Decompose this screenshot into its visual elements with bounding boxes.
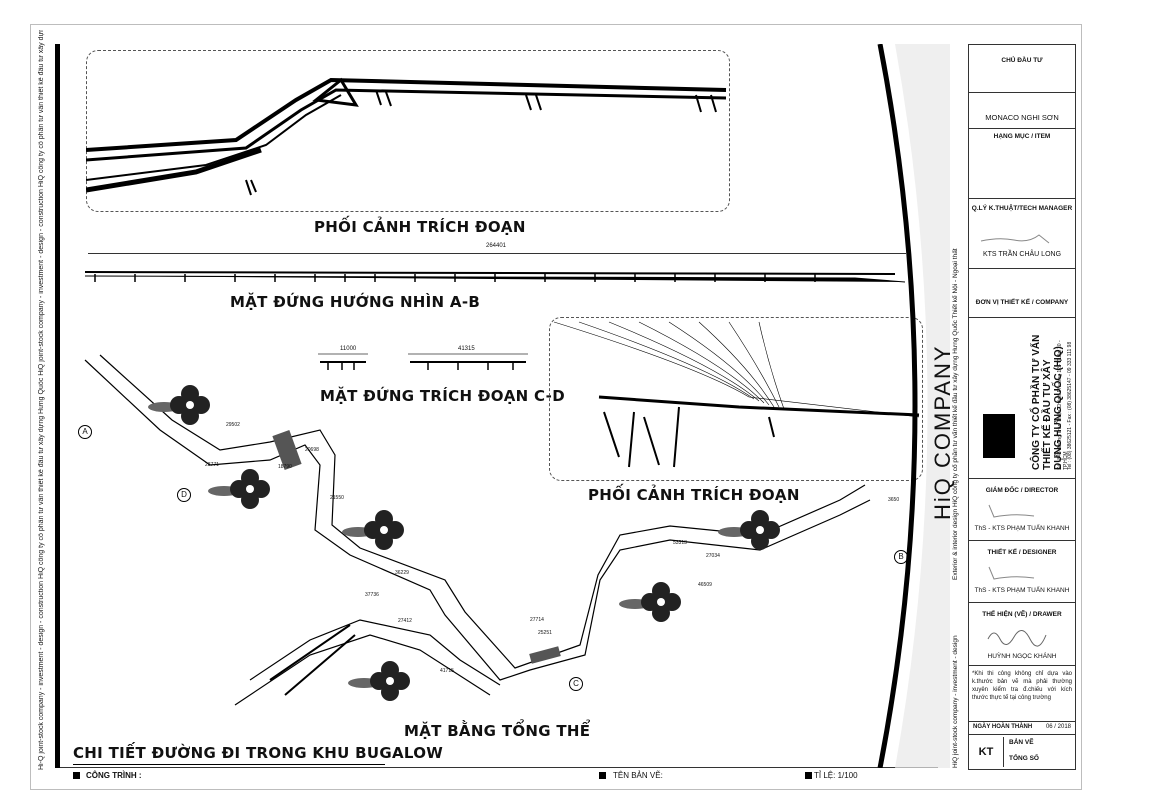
plan-dim-10: 27714 (530, 617, 544, 623)
tb-designer: ThS - KTS PHẠM TUẤN KHANH (974, 587, 1070, 594)
tb-sheet-label: BẢN VẼ (1009, 739, 1034, 746)
elevation-cd-title: MẶT ĐỨNG TRÍCH ĐOẠN C-D (320, 387, 565, 405)
plan-dim-3: 20698 (305, 447, 319, 453)
tb-drawer-label: THỂ HIỆN (VẼ) / DRAWER (982, 611, 1062, 618)
plan-title: MẶT BẰNG TỔNG THỂ (404, 722, 591, 740)
section-marker-a: A (78, 425, 92, 439)
tb-designer-label: THIẾT KẾ / DESIGNER (987, 549, 1057, 556)
tree-symbol-6 (348, 661, 410, 701)
drawer-signature (987, 630, 1047, 647)
footer-drawing-bullet (599, 772, 606, 779)
plan-dim-14: 46509 (698, 582, 712, 588)
tb-owner-cell: CHỦ ĐẦU TƯ (969, 45, 1075, 93)
tb-director-cell: GIÁM ĐỐC / DIRECTOR ThS - KTS PHẠM TUẤN … (969, 479, 1075, 541)
plan-dim-9: 41715 (440, 668, 454, 674)
tree-symbol-4 (718, 510, 780, 550)
footer-drawing-label: TÊN BẢN VẼ: (613, 771, 663, 780)
tb-date-label: NGÀY HOÀN THÀNH (973, 724, 1033, 730)
elevation-cd-dim-left: 11000 (340, 346, 357, 352)
tb-tech-manager: KTS TRẦN CHÂU LONG (982, 251, 1062, 258)
elevation-cd-drawing (318, 353, 528, 370)
section-marker-d: D (177, 488, 191, 502)
tb-company-label: ĐƠN VỊ THIẾT KẾ / COMPANY (975, 299, 1069, 306)
tree-symbol-2 (208, 469, 270, 509)
tb-company-cell: CÔNG TY CỔ PHẦN TƯ VẤN THIẾT KẾ ĐẦU TƯ X… (969, 318, 1075, 479)
tree-symbol-5 (619, 582, 681, 622)
footer-scale-bullet (805, 772, 812, 779)
tb-company-phone: Tel : (08) 38625121 - Fax : (08) 3862514… (1067, 341, 1073, 470)
tree-symbol-3 (342, 510, 404, 550)
plan-drawing (84, 354, 871, 706)
detail-title-underline (73, 764, 385, 765)
plan-dim-5: 21550 (330, 495, 344, 501)
elevation-ab-dimension-line (88, 253, 906, 254)
director-signature (988, 504, 1035, 518)
tb-date-cell: NGÀY HOÀN THÀNH 06 / 2018 (969, 722, 1075, 735)
tb-tech-cell: Q.LÝ K.THUẬT/TECH MANAGER KTS TRẦN CHÂU … (969, 199, 1075, 269)
plan-dim-12: 53313 (673, 540, 687, 546)
elevation-cd-dim-right: 41315 (458, 346, 475, 352)
plan-dim-4: 18790 (278, 464, 292, 470)
drawing-sheet (30, 24, 1082, 790)
footer-scale-label: TỈ LỆ: 1/100 (814, 771, 858, 780)
tb-item-cell: HẠNG MỤC / ITEM (969, 129, 1075, 199)
designer-signature (988, 566, 1035, 580)
tb-drawer: HUỲNH NGỌC KHÁNH (987, 653, 1057, 660)
footer-line (60, 767, 938, 768)
tb-note-cell: *Khi thi công không chỉ dựa vào k.thước … (969, 666, 1075, 722)
elevation-ab-overall-dimension: 264401 (486, 243, 507, 249)
detail-title: CHI TIẾT ĐƯỜNG ĐI TRONG KHU BUGALOW (73, 744, 444, 762)
tb-date: 06 / 2018 (1045, 724, 1071, 730)
tb-note: *Khi thi công không chỉ dựa vào k.thước … (972, 671, 1072, 701)
tb-item-label: HẠNG MỤC / ITEM (993, 133, 1051, 140)
plan-dim-15: 3650 (888, 497, 900, 503)
perspective-right-frame (549, 317, 923, 481)
perspective-right-title: PHỐI CẢNH TRÍCH ĐOẠN (588, 486, 800, 504)
left-thick-border (55, 44, 60, 768)
tb-designer-cell: THIẾT KẾ / DESIGNER ThS - KTS PHẠM TUẤN … (969, 541, 1075, 603)
perspective-top-frame (86, 50, 730, 212)
plan-dim-13: 27034 (706, 553, 720, 559)
tb-owner: MONACO NGHI SƠN (985, 113, 1059, 122)
plan-dim-6: 36229 (395, 570, 409, 576)
tb-director-label: GIÁM ĐỐC / DIRECTOR (985, 487, 1059, 494)
perspective-top-title: PHỐI CẢNH TRÍCH ĐOẠN (314, 218, 526, 236)
footer-project-bullet (73, 772, 80, 779)
tech-manager-signature (980, 234, 1050, 244)
right-strip-text-bottom: HiQ joint-stock company - investment - d… (952, 635, 959, 768)
tb-owner-value-cell: MONACO NGHI SƠN (969, 93, 1075, 129)
perspective-top-drawing (86, 77, 727, 196)
plan-dim-8: 27412 (398, 618, 412, 624)
tb-director: ThS - KTS PHẠM TUẤN KHANH (974, 525, 1070, 532)
company-logo (983, 414, 1015, 458)
brand-arc-decoration (877, 44, 950, 768)
plan-dim-2: 28771 (205, 462, 219, 468)
plan-dim-1: 29502 (226, 422, 240, 428)
tb-tech-label: Q.LÝ K.THUẬT/TECH MANAGER (971, 205, 1073, 212)
plan-dim-7: 37736 (365, 592, 379, 598)
section-marker-c: C (569, 677, 583, 691)
left-strip-text: Hi-Q joint-stock company - investment - … (38, 30, 45, 770)
right-strip-text: Exterior & interior design HiQ công ty c… (952, 248, 959, 580)
footer-project-label: CÔNG TRÌNH : (86, 771, 142, 780)
tree-symbol-1 (148, 385, 210, 425)
perspective-right-drawing (553, 321, 920, 468)
plan-dim-11: 25251 (538, 630, 552, 636)
tb-company-label-cell: ĐƠN VỊ THIẾT KẾ / COMPANY (969, 269, 1075, 318)
elevation-ab-drawing (84, 271, 906, 283)
tb-kt: KT (969, 737, 1004, 767)
elevation-ab-title: MẶT ĐỨNG HƯỚNG NHÌN A-B (230, 293, 481, 311)
tb-owner-label: CHỦ ĐẦU TƯ (1001, 57, 1043, 64)
tb-total-label: TỔNG SỐ (1009, 755, 1039, 762)
title-block: CHỦ ĐẦU TƯ MONACO NGHI SƠN HẠNG MỤC / IT… (968, 44, 1076, 770)
tb-drawer-cell: THỂ HIỆN (VẼ) / DRAWER HUỲNH NGỌC KHÁNH (969, 603, 1075, 666)
